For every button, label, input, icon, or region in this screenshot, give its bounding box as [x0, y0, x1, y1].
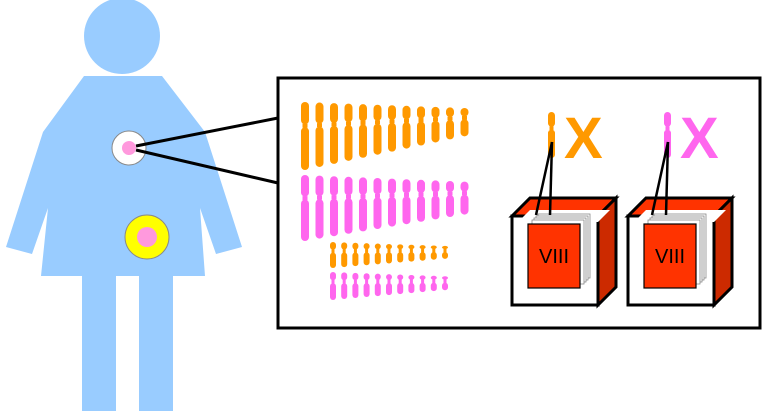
chromosome-maternal-small — [341, 272, 348, 300]
chromosome-paternal-small — [386, 243, 392, 264]
volume-label: VIII — [539, 246, 569, 268]
chromosome-maternal — [344, 176, 353, 234]
x-chromosome-label: X — [564, 106, 603, 171]
chromosome-maternal — [315, 175, 324, 239]
chromosome-maternal-small — [352, 272, 359, 299]
chromosome-maternal-small — [374, 273, 381, 297]
chromosome-maternal — [431, 180, 440, 220]
pointer-line — [664, 141, 670, 216]
callout-line-bottom — [135, 148, 279, 185]
chromosome-paternal — [402, 105, 411, 149]
chromosome-paternal — [315, 102, 324, 167]
chromosome-paternal — [446, 107, 454, 140]
chromosome-paternal — [417, 106, 425, 146]
chromosome-maternal — [330, 176, 338, 237]
chromosome-paternal-small — [419, 245, 426, 261]
chromosome-maternal — [359, 177, 367, 232]
chromosome-maternal-small — [430, 275, 437, 292]
chromosome-paternal-small — [408, 244, 415, 262]
callout-line-top — [135, 116, 279, 148]
chromosome-paternal-small — [430, 245, 437, 260]
chromosome-maternal-small — [442, 276, 448, 291]
chromosome-set — [301, 102, 469, 300]
chromosome-paternal — [373, 104, 382, 155]
chromosome-maternal — [373, 178, 382, 229]
chromosome-maternal — [460, 181, 469, 215]
chromosome-paternal — [301, 102, 309, 170]
chromosome-maternal-small — [397, 274, 404, 295]
x-chromosome-pairs: X VIII X VIII — [508, 106, 736, 309]
x-pair-panel: X VIII — [624, 106, 736, 309]
chromosome-maternal-small — [408, 274, 415, 294]
egg-cell-icon — [124, 214, 170, 260]
chromosome-maternal-small — [419, 275, 426, 293]
pointer-line — [548, 141, 554, 216]
chromosome-paternal — [344, 103, 353, 161]
book-volume-icon: VIII — [527, 213, 591, 289]
female-figure-icon — [6, 0, 242, 411]
chromosome-maternal — [417, 179, 425, 222]
pointer-line — [534, 141, 554, 216]
chromosome-paternal — [388, 105, 396, 152]
chromosome-paternal-small — [330, 242, 336, 268]
chromosome-paternal-small — [442, 245, 448, 259]
chromosome-maternal-small — [363, 273, 370, 298]
x-chromosome-label: X — [680, 106, 719, 171]
chromosome-maternal-small — [330, 272, 336, 300]
chromosome-paternal-small — [397, 244, 404, 263]
chromosome-maternal-small — [386, 274, 392, 296]
x-pair-panel: X VIII — [508, 106, 620, 309]
chromosome-maternal — [446, 181, 454, 217]
book-volume-icon: VIII — [643, 213, 707, 289]
chromosome-maternal — [402, 179, 411, 225]
cell-icon — [111, 130, 147, 166]
chromosome-paternal — [359, 104, 367, 158]
chromosome-paternal — [431, 106, 440, 143]
chromosome-paternal — [460, 107, 469, 137]
volume-label: VIII — [655, 246, 685, 268]
chromosome-paternal-small — [352, 242, 359, 267]
chromosome-paternal — [330, 103, 338, 164]
pointer-line — [650, 141, 670, 216]
chromosome-maternal — [301, 175, 309, 241]
chromosome-paternal-small — [374, 243, 381, 265]
chromosome-maternal — [388, 178, 396, 227]
chromosome-paternal-small — [363, 243, 370, 266]
chromosome-paternal-small — [341, 242, 348, 268]
